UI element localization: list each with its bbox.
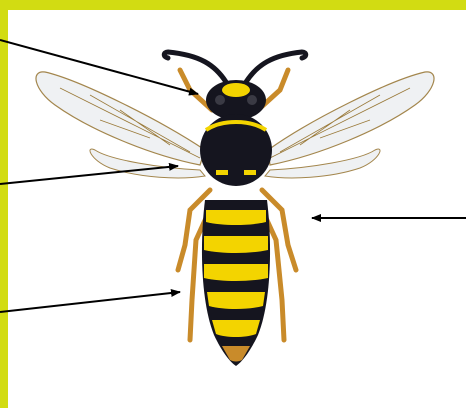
arrow-head-pointer <box>0 40 198 94</box>
right-wing-icon <box>265 72 434 178</box>
thorax-icon <box>200 114 272 186</box>
arrow-leg-pointer <box>0 292 180 312</box>
left-wing-icon <box>36 72 205 178</box>
abdomen-icon <box>202 200 270 366</box>
